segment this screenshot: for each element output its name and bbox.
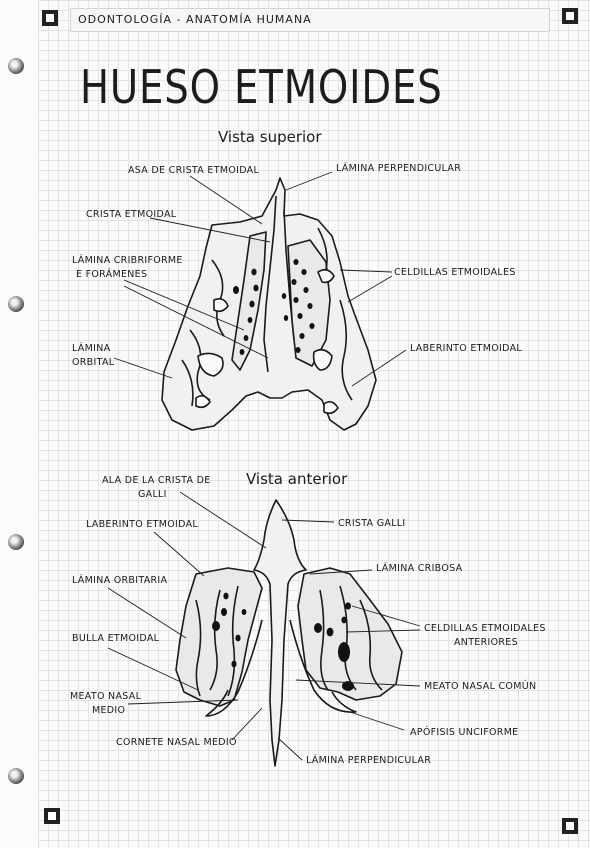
- right-middle-turbinate: [289, 619, 357, 713]
- header-bar: [70, 8, 550, 32]
- anterior-view-title: Vista anterior: [246, 470, 348, 488]
- label-ala-crista-galli-1: ALA DE LA CRISTA DE: [102, 475, 211, 486]
- label-crista-etmoidal: CRISTA ETMOIDAL: [86, 209, 177, 220]
- corner-marker-icon: [562, 8, 578, 24]
- label-meato-nasal-medio-2: MEDIO: [92, 705, 126, 716]
- label-lamina-orbital-1: LÁMINA: [72, 343, 111, 354]
- anterior-cells-dots: [212, 592, 354, 691]
- label-apofisis-unciforme: APÓFISIS UNCIFORME: [410, 727, 519, 738]
- page-title: HUESO ETMOIDES: [80, 60, 443, 114]
- label-lamina-orbital-2: ORBITAL: [72, 357, 115, 368]
- crista-galli-shape: [253, 499, 307, 767]
- label-celdillas-anteriores-1: CELDILLAS ETMOIDALES: [424, 623, 546, 634]
- label-meato-nasal-medio-1: MEATO NASAL: [70, 691, 142, 702]
- crista-etmoidal-ridge: [263, 195, 277, 373]
- label-cornete-nasal-medio: CORNETE NASAL MEDIO: [116, 737, 237, 748]
- corner-marker-icon: [44, 808, 60, 824]
- label-celdillas-etmoidales: CELDILLAS ETMOIDALES: [394, 267, 516, 278]
- label-laberinto-etmoidal: LABERINTO ETMOIDAL: [410, 343, 522, 354]
- foramina-dots: [233, 259, 315, 355]
- label-lamina-cribiforme-2: E FORÁMENES: [76, 269, 148, 280]
- binder-hole-icon: [8, 534, 24, 550]
- label-lamina-orbitaria: LÁMINA ORBITARIA: [72, 575, 168, 586]
- label-crista-galli: CRISTA GALLI: [338, 518, 406, 529]
- label-meato-nasal-comun: MEATO NASAL COMÚN: [424, 681, 537, 692]
- binder-hole-icon: [8, 768, 24, 784]
- corner-marker-icon: [562, 818, 578, 834]
- anterior-view-bone: [175, 499, 403, 767]
- subject-header: ODONTOLOGÍA - ANATOMÍA HUMANA: [78, 13, 312, 26]
- label-lamina-cribosa: LÁMINA CRIBOSA: [376, 563, 463, 574]
- superior-outline: [161, 177, 377, 431]
- superior-view-title: Vista superior: [218, 128, 322, 146]
- corner-marker-icon: [42, 10, 58, 26]
- label-lamina-perpendicular-ant: LÁMINA PERPENDICULAR: [306, 755, 432, 766]
- binder-hole-icon: [8, 58, 24, 74]
- label-asa-crista-etmoidal: ASA DE CRISTA ETMOIDAL: [128, 165, 260, 176]
- label-laberinto-etmoidal-ant: LABERINTO ETMOIDAL: [86, 519, 198, 530]
- label-lamina-perpendicular: LÁMINA PERPENDICULAR: [336, 163, 462, 174]
- right-labyrinth: [297, 567, 403, 701]
- grid-paper-background: [38, 0, 590, 848]
- left-cribriform-plate: [231, 231, 267, 371]
- left-middle-turbinate: [205, 619, 263, 717]
- binder-hole-icon: [8, 296, 24, 312]
- label-bulla-etmoidal: BULLA ETMOIDAL: [72, 633, 160, 644]
- label-ala-crista-galli-2: GALLI: [138, 489, 167, 500]
- label-celdillas-anteriores-2: ANTERIORES: [454, 637, 518, 648]
- superior-view-bone: [161, 177, 377, 431]
- leader-lines: [107, 171, 421, 761]
- label-lamina-cribiforme-1: LÁMINA CRIBRIFORME: [72, 255, 183, 266]
